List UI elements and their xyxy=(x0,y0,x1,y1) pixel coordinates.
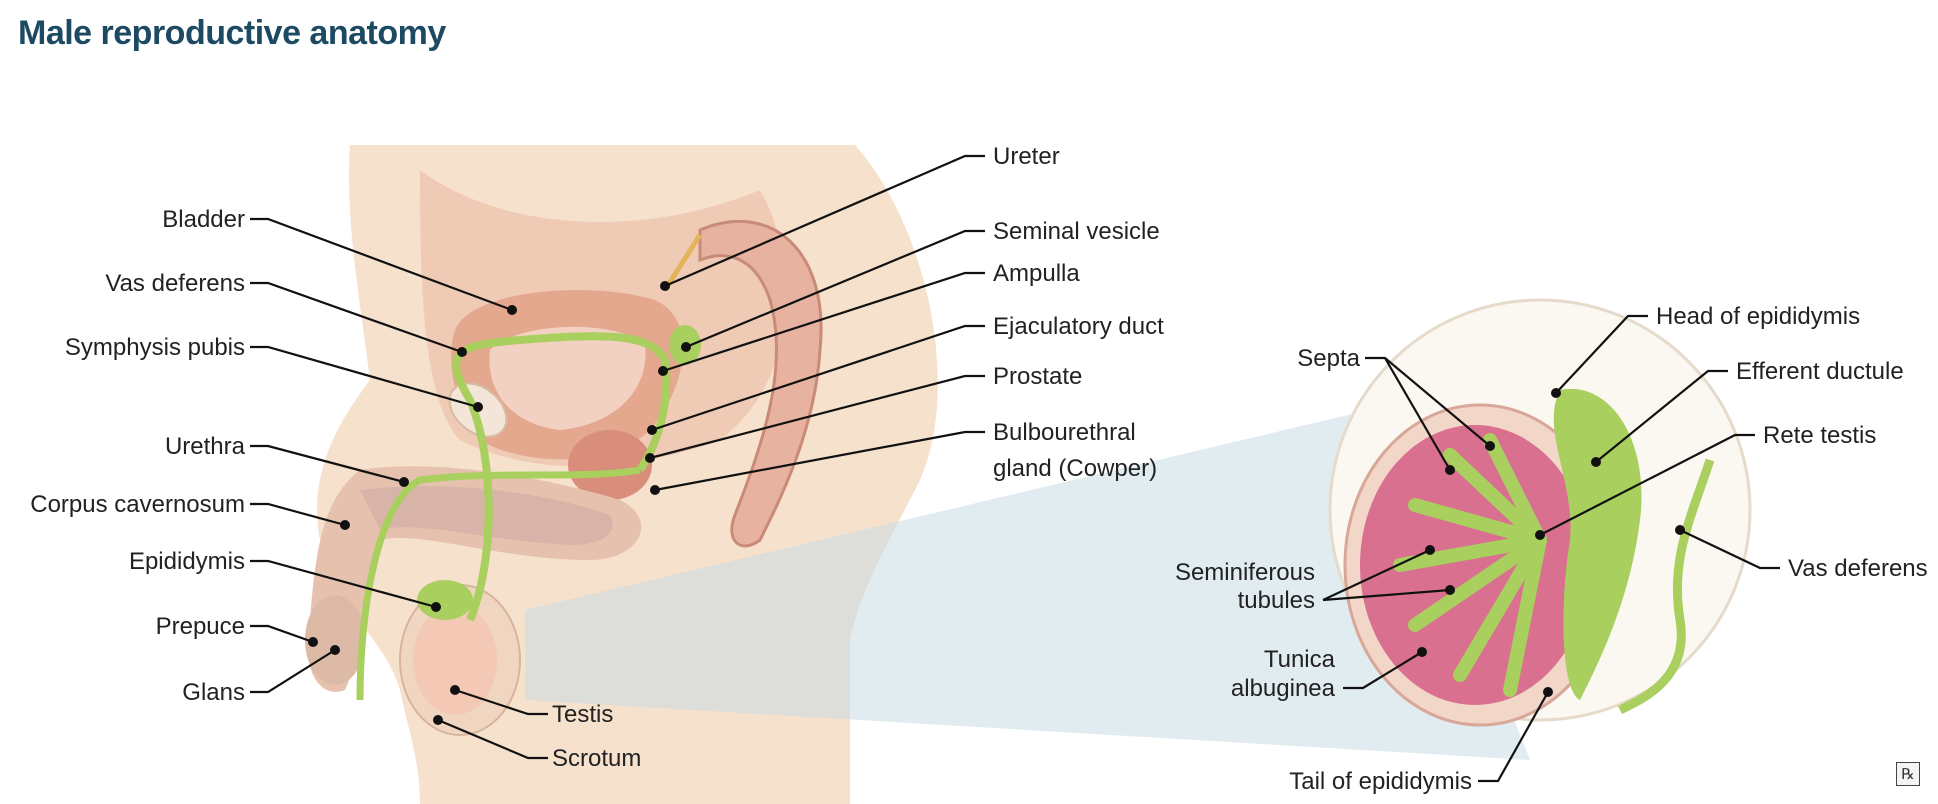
detail-vas-deferens xyxy=(1617,458,1715,715)
label-epididymis: Epididymis xyxy=(129,548,245,575)
seminiferous-lobes xyxy=(1360,425,1590,705)
label-vas-deferens: Vas deferens xyxy=(105,270,245,297)
label-glans: Glans xyxy=(182,679,245,706)
label-urethra: Urethra xyxy=(165,433,246,460)
label-tunica-line2: albuginea xyxy=(1231,675,1336,702)
label-scrotum: Scrotum xyxy=(552,745,641,772)
epididymis-body xyxy=(1553,388,1642,700)
tubule-pattern xyxy=(1393,433,1547,697)
label-corpus-cavernosum: Corpus cavernosum xyxy=(30,491,245,518)
label-tunica-line1: Tunica xyxy=(1264,646,1336,673)
label-prostate: Prostate xyxy=(993,363,1082,390)
label-prepuce: Prepuce xyxy=(156,613,245,640)
label-testis: Testis xyxy=(552,701,613,728)
label-seminiferous-line2: tubules xyxy=(1238,587,1315,614)
label-rete-testis: Rete testis xyxy=(1763,422,1876,449)
ureter-duct xyxy=(662,233,703,292)
label-vas-deferens-detail: Vas deferens xyxy=(1788,555,1928,582)
label-tail-of-epididymis: Tail of epididymis xyxy=(1289,768,1472,795)
epididymis-shape xyxy=(417,580,473,620)
leader-lines xyxy=(250,154,1780,783)
label-bladder: Bladder xyxy=(162,206,245,233)
label-ampulla: Ampulla xyxy=(993,260,1080,287)
label-symphysis-pubis: Symphysis pubis xyxy=(65,334,245,361)
label-seminal-vesicle: Seminal vesicle xyxy=(993,218,1160,245)
glans-shape xyxy=(305,595,365,685)
label-ureter: Ureter xyxy=(993,143,1060,170)
testis-cross-section xyxy=(1328,298,1752,727)
urethra-duct xyxy=(356,466,641,701)
label-seminiferous-line1: Seminiferous xyxy=(1175,559,1315,586)
label-ejaculatory-duct: Ejaculatory duct xyxy=(993,313,1164,340)
label-efferent-ductule: Efferent ductule xyxy=(1736,358,1904,385)
projection-wedge xyxy=(525,405,1530,760)
testis-shape xyxy=(413,605,497,715)
bladder-inner xyxy=(489,326,646,430)
label-head-of-epididymis: Head of epididymis xyxy=(1656,303,1860,330)
prostate-shape xyxy=(568,430,652,500)
label-septa: Septa xyxy=(1297,345,1360,372)
page-title: Male reproductive anatomy xyxy=(18,14,446,52)
vas-deferens-duct xyxy=(452,332,671,622)
rx-logo-icon: ℞ xyxy=(1896,762,1920,786)
label-bulbourethral-line1: Bulbourethral xyxy=(993,419,1136,446)
label-bulbourethral-line2: gland (Cowper) xyxy=(993,455,1157,482)
labels: Ureter Bladder Seminal vesicle Ampulla V… xyxy=(30,143,1927,795)
